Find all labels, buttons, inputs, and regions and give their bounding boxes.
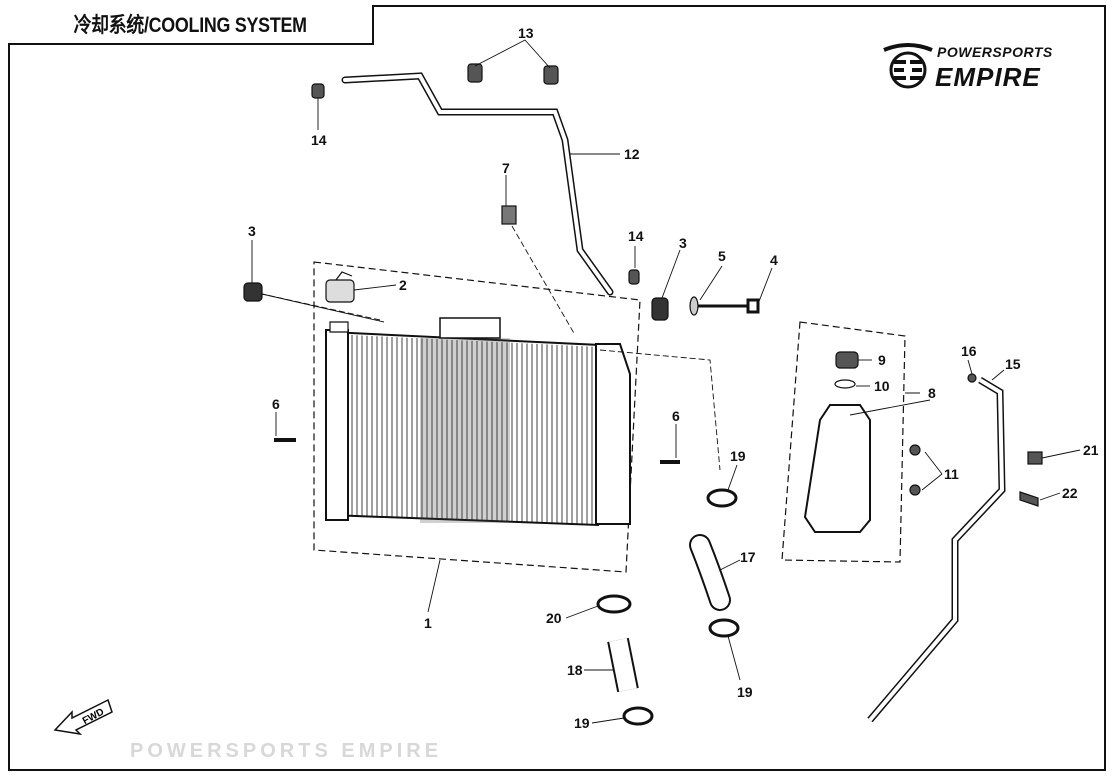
- grommet: [243, 282, 263, 302]
- callout-18: 18: [567, 662, 583, 678]
- hose-clamp: [706, 488, 738, 508]
- callout-14: 14: [628, 228, 644, 244]
- callout-7: 7: [502, 160, 510, 176]
- reservoir-assembly-outline: [781, 321, 906, 563]
- grommet: [467, 63, 483, 83]
- callout-19: 19: [730, 448, 746, 464]
- callout-8: 8: [928, 385, 936, 401]
- callout-10: 10: [874, 378, 890, 394]
- watermark: POWERSPORTS EMPIRE: [130, 740, 443, 762]
- callout-22: 22: [1062, 485, 1078, 501]
- callout-19: 19: [574, 715, 590, 731]
- fwd-label: FWD: [81, 707, 106, 727]
- hose-clamp: [596, 594, 632, 614]
- radiator-cap: [325, 271, 355, 303]
- callout-14: 14: [311, 132, 327, 148]
- washer: [689, 296, 699, 316]
- screw: [909, 484, 921, 496]
- reservoir-cap: [835, 351, 859, 369]
- callout-1: 1: [424, 615, 432, 631]
- hose-clamp: [708, 618, 740, 638]
- clip: [1027, 451, 1043, 465]
- callout-21: 21: [1083, 442, 1099, 458]
- sensor: [501, 205, 517, 225]
- screw: [909, 444, 921, 456]
- callout-13: 13: [518, 25, 534, 41]
- callout-17: 17: [740, 549, 756, 565]
- radiator: [325, 317, 631, 527]
- callout-6: 6: [272, 396, 280, 412]
- bolt: [694, 298, 760, 314]
- callout-3: 3: [679, 235, 687, 251]
- grommet: [651, 297, 669, 321]
- callout-16: 16: [961, 343, 977, 359]
- callout-12: 12: [624, 146, 640, 162]
- logo-top-text: POWERSPORTS: [937, 44, 1053, 60]
- callout-6: 6: [672, 408, 680, 424]
- grommet: [543, 65, 559, 85]
- clip: [628, 269, 640, 285]
- coolant-reservoir: [803, 351, 871, 533]
- drawing-frame: [8, 5, 1106, 771]
- reservoir-hose: [867, 376, 1006, 723]
- clamp: [967, 373, 977, 383]
- o-ring: [834, 379, 856, 389]
- callout-20: 20: [546, 610, 562, 626]
- hose-clamp: [622, 706, 654, 726]
- forward-arrow-icon: FWD: [53, 698, 113, 736]
- callout-5: 5: [718, 248, 726, 264]
- callout-4: 4: [770, 252, 778, 268]
- page-title: 冷却系统/COOLING SYSTEM: [73, 14, 307, 37]
- brand-logo: POWERSPORTS EMPIRE: [880, 42, 1090, 94]
- clip: [311, 83, 325, 99]
- callout-3: 3: [248, 223, 256, 239]
- radiator-assembly-outline: [313, 261, 641, 573]
- callout-19: 19: [737, 684, 753, 700]
- title-box: 冷却系统/COOLING SYSTEM: [8, 5, 374, 45]
- callout-2: 2: [399, 277, 407, 293]
- callout-9: 9: [878, 352, 886, 368]
- clamp-plate: [1019, 491, 1039, 507]
- callout-11: 11: [944, 466, 959, 482]
- callout-15: 15: [1005, 356, 1021, 372]
- logo-main-text: EMPIRE: [935, 62, 1041, 92]
- wings-emblem-icon: [883, 43, 933, 89]
